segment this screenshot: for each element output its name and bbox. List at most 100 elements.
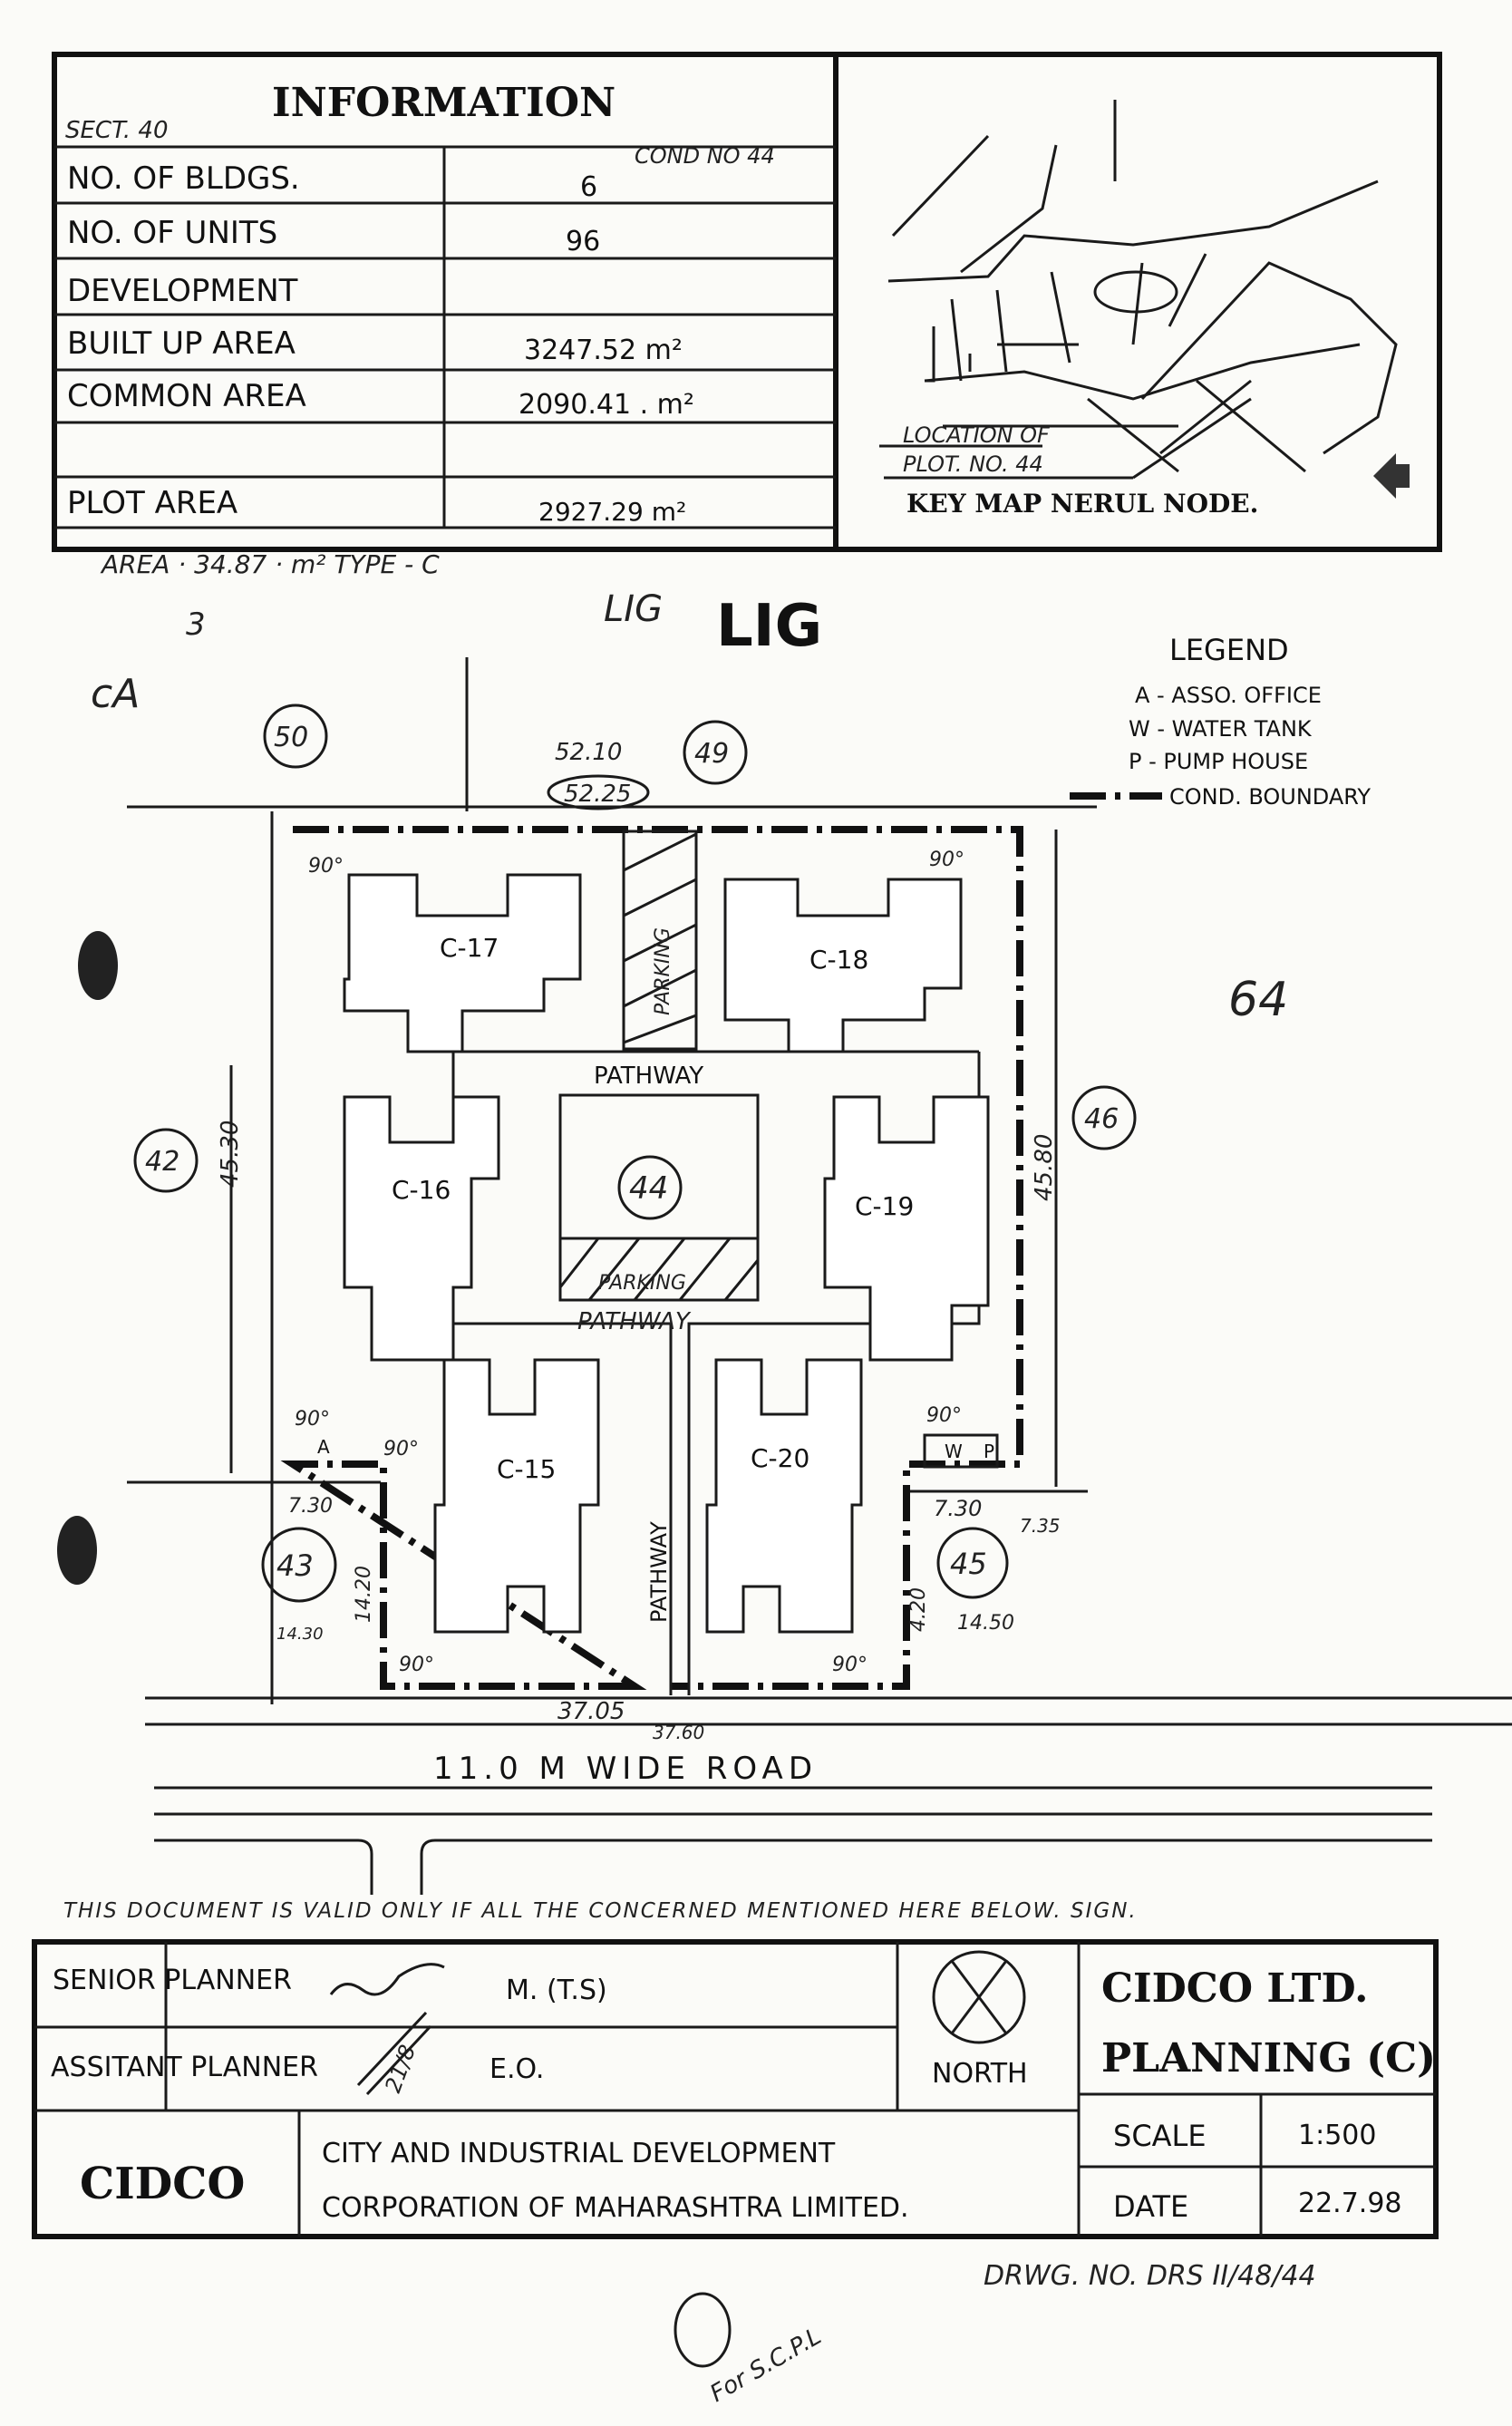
north-label: NORTH [932, 2058, 1028, 2090]
drawing-number: DRWG. NO. DRS II/48/44 [984, 2260, 1316, 2292]
buildings: C-17 C-18 C-16 C-19 C-15 C-20 [343, 873, 990, 1634]
building-c20 [705, 1358, 863, 1634]
road-label: 11.0 M WIDE ROAD [433, 1751, 818, 1787]
legend-item-asso-office: A - ASSO. OFFICE [1135, 683, 1322, 708]
marker-a: A [317, 1436, 330, 1458]
date-label: DATE [1113, 2189, 1188, 2224]
signature-date: 21/8 [380, 2042, 421, 2096]
pathway-label-mid: PATHWAY [577, 1308, 692, 1335]
dim-top-a: 52.10 [555, 739, 622, 766]
signature-senior [329, 1963, 445, 1996]
cond-no-label: COND NO 44 [635, 143, 775, 169]
building-c17 [343, 873, 582, 1053]
building-label-c15: C-15 [497, 1454, 556, 1484]
building-label-c20: C-20 [751, 1443, 809, 1473]
date-value: 22.7.98 [1298, 2188, 1402, 2219]
legend-item-pump-house: P - PUMP HOUSE [1129, 749, 1308, 774]
validity-note: THIS DOCUMENT IS VALID ONLY IF ALL THE C… [63, 1899, 1138, 1923]
senior-planner-label: SENIOR PLANNER [53, 1965, 292, 1996]
row-label-plot-area: PLOT AREA [67, 485, 237, 521]
dim-right: 45.80 [1031, 1134, 1058, 1201]
sector-label: SECT. 40 [65, 117, 169, 144]
org-line1: CITY AND INDUSTRIAL DEVELOPMENT [322, 2138, 836, 2169]
row-value-units: 96 [566, 226, 600, 257]
punch-hole-bottom [57, 1516, 97, 1585]
signature-assistant [356, 2011, 432, 2096]
title-block: SENIOR PLANNER M. (T.S) ASSITANT PLANNER… [32, 1939, 1439, 2239]
angle-bottom-right: 90° [832, 1654, 867, 1676]
building-label-c19: C-19 [855, 1191, 914, 1221]
info-title: INFORMATION [272, 80, 615, 126]
neighbour-plot-45: 45 [950, 1547, 987, 1581]
dim-notch-right-w: 7.30 [934, 1496, 982, 1521]
angle-notch-left: 90° [383, 1438, 419, 1460]
building-c19 [823, 1095, 990, 1362]
legend-item-cond-boundary: COND. BOUNDARY [1169, 784, 1371, 810]
org-line2: CORPORATION OF MAHARASHTRA LIMITED. [322, 2192, 909, 2224]
plot-44-open-space: 44 PARKING [558, 1093, 760, 1302]
parking-label: PARKING [652, 927, 674, 1015]
assistant-planner-label: ASSITANT PLANNER [51, 2052, 318, 2083]
parking-strip: PARKING [622, 830, 698, 1051]
row-value-built-up: 3247.52 m² [524, 335, 683, 366]
assistant-planner-value: E.O. [489, 2053, 544, 2085]
row-value-bldgs: 6 [580, 171, 597, 203]
row-label-development: DEVELOPMENT [67, 273, 298, 309]
building-label-c17: C-17 [440, 933, 499, 963]
unit-area-note: AREA · 34.87 · m² TYPE - C [100, 549, 440, 579]
building-c16 [343, 1095, 500, 1362]
angle-top-left: 90° [308, 855, 344, 878]
building-label-c16: C-16 [392, 1175, 451, 1205]
key-map: LOCATION OF PLOT. NO. 44 KEY MAP NERUL N… [879, 100, 1410, 519]
stamp-signature: For S.C.P.L [674, 2292, 827, 2408]
angle-bottom-left: 90° [399, 1654, 434, 1676]
north-symbol-icon [932, 1950, 1026, 2044]
neighbour-plot-42: 42 [145, 1146, 179, 1178]
company-line2: PLANNING (C) [1101, 2035, 1436, 2082]
row-value-plot-area: 2927.29 m² [538, 497, 686, 527]
neighbour-plot-50: 50 [274, 722, 308, 753]
row-label-units: NO. OF UNITS [67, 215, 277, 251]
punch-hole-top [78, 931, 118, 1000]
margin-note-ca: cA [91, 671, 140, 717]
dim-notch-right-alt: 14.50 [957, 1612, 1014, 1635]
angle-mid-left: 90° [295, 1408, 330, 1431]
legend-item-water-tank: W - WATER TANK [1129, 716, 1313, 742]
building-c18 [723, 878, 963, 1053]
pathway-label-top: PATHWAY [594, 1063, 703, 1090]
legend: LEGEND A - ASSO. OFFICE W - WATER TANK P… [1070, 633, 1371, 810]
marker-w: W [945, 1441, 963, 1462]
dim-notch-left-h: 14.20 [353, 1566, 375, 1623]
stamp-note: For S.C.P.L [706, 2323, 827, 2408]
plot-number: 44 [629, 1170, 668, 1207]
key-map-sketch [887, 100, 1398, 473]
dim-top-b: 52.25 [564, 781, 631, 808]
parking-center-label: PARKING [598, 1272, 686, 1295]
cond-boundary [280, 826, 1023, 1690]
margin-note-64: 64 [1228, 973, 1288, 1027]
marker-p: P [984, 1441, 994, 1462]
building-c15 [433, 1358, 600, 1634]
dim-notch-left-alt: 14.30 [276, 1625, 324, 1644]
dim-notch-right-alt2: 7.35 [1020, 1515, 1061, 1537]
pathway-label-vertical: PATHWAY [646, 1521, 672, 1623]
neighbour-plots: 50 49 42 46 43 45 [133, 704, 1137, 1603]
information-table: INFORMATION SECT. 40 COND NO 44 NO. OF B… [52, 52, 1442, 552]
key-map-location-line2: PLOT. NO. 44 [903, 451, 1043, 477]
senior-planner-value: M. (T.S) [506, 1975, 607, 2006]
cidco-logo: CIDCO [80, 2159, 245, 2209]
angle-mid-right: 90° [926, 1404, 962, 1427]
row-label-bldgs: NO. OF BLDGS. [67, 160, 300, 197]
neighbour-plot-46: 46 [1084, 1103, 1119, 1135]
neighbour-plot-49: 49 [694, 738, 729, 770]
company-line1: CIDCO LTD. [1101, 1965, 1368, 2012]
neighbour-plot-43: 43 [276, 1548, 314, 1583]
building-label-c18: C-18 [809, 945, 868, 975]
dim-notch-right-h: 4.20 [907, 1587, 930, 1632]
category-handwritten: LIG [716, 593, 822, 660]
scale-label: SCALE [1113, 2119, 1207, 2153]
category-printed: LIG [604, 588, 663, 630]
key-map-title: KEY MAP NERUL NODE. [906, 489, 1258, 519]
key-map-location-line1: LOCATION OF [903, 422, 1051, 448]
